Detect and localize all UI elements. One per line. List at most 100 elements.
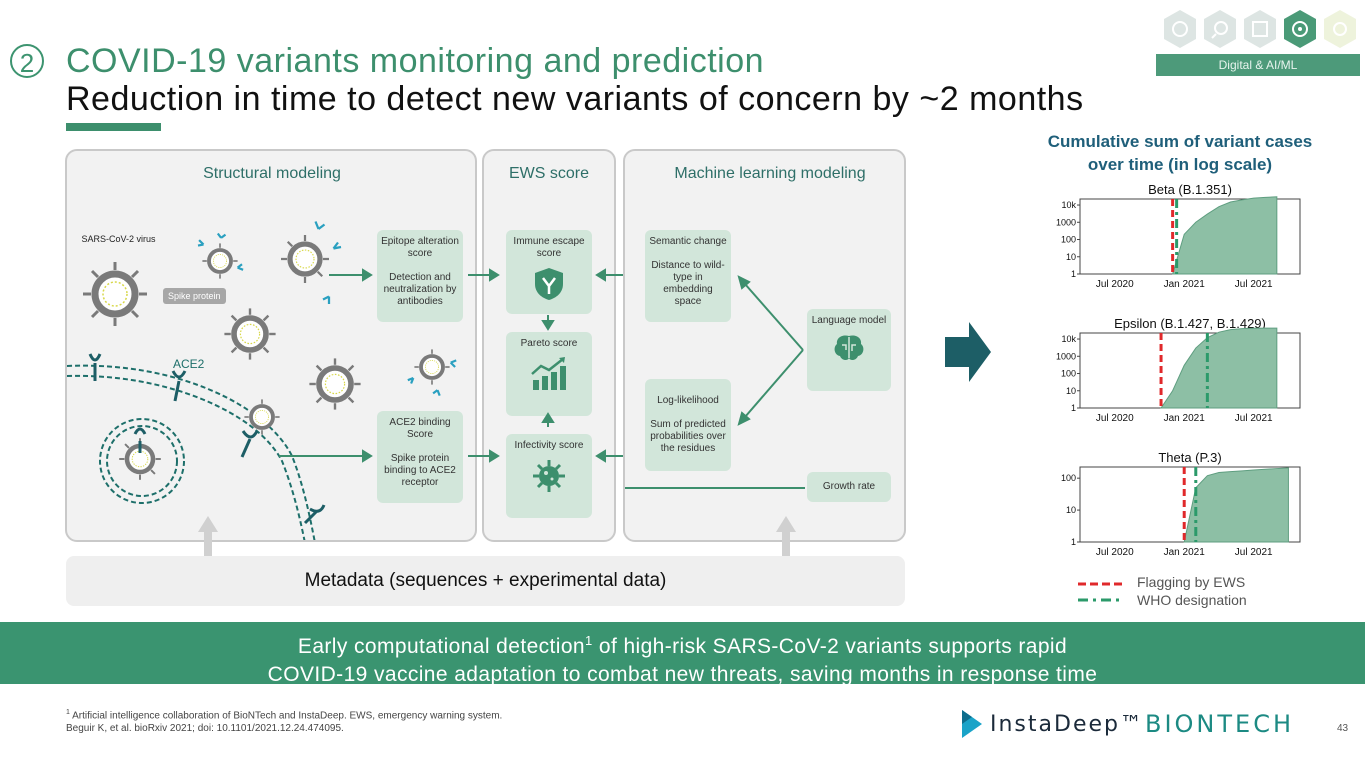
virus-with-antibodies: [197, 232, 244, 279]
y-tick-label: 100: [1061, 473, 1076, 483]
footnote-2: Beguir K, et al. bioRxiv 2021; doi: 10.1…: [66, 723, 344, 734]
growth-rate-box: Growth rate: [807, 472, 891, 502]
page-subtitle: Reduction in time to detect new variants…: [66, 80, 1084, 118]
semantic-change-box: Semantic change Distance to wild-type in…: [645, 230, 731, 322]
log-likelihood-title: Log-likelihood: [657, 395, 719, 406]
structural-modeling-heading: Structural modeling: [203, 165, 341, 182]
metadata-bar: Metadata (sequences + experimental data): [66, 556, 905, 606]
conclusion-banner: Early computational detection1 of high-r…: [0, 622, 1365, 686]
shield-icon: [535, 268, 563, 300]
log-likelihood-box: Log-likelihood Sum of predicted probabil…: [645, 379, 731, 471]
x-tick-label: Jul 2020: [1096, 547, 1134, 558]
category-tag: Digital & AI/ML: [1156, 54, 1360, 76]
structural-modeling-panel: Structural modeling SARS-CoV-2 virus Spi…: [65, 149, 477, 542]
chart-title-line1: Cumulative sum of variant cases: [1047, 132, 1313, 151]
virus-particle: [224, 308, 276, 360]
legend-ews-label: Flagging by EWS: [1137, 574, 1246, 590]
page-number: 43: [1337, 723, 1349, 734]
page-title: COVID-19 variants monitoring and predict…: [66, 42, 765, 80]
machine-learning-panel: Machine learning modeling Semantic chang…: [623, 149, 906, 542]
ml-arrows: [625, 275, 805, 489]
ace2-binding-box: ACE2 binding Score Spike protein binding…: [377, 411, 463, 503]
semantic-change-title: Semantic change: [649, 236, 727, 247]
epitope-alteration-box: Epitope alteration score Detection and n…: [377, 230, 463, 322]
virus-particles: [83, 221, 457, 525]
spike-protein-label: Spike protein: [163, 288, 226, 304]
x-tick-label: Jan 2021: [1164, 547, 1206, 558]
legend-lines: [1078, 582, 1124, 602]
chart-title: Cumulative sum of variant cases over tim…: [1020, 130, 1340, 176]
structural-arrows: [279, 268, 373, 463]
virus-particle: [83, 262, 147, 326]
epitope-box-title: Epitope alteration score: [381, 236, 459, 259]
virus-particle: [309, 358, 361, 410]
virus-label: SARS-CoV-2 virus: [81, 234, 156, 244]
hex-icon-active: [1284, 10, 1316, 48]
x-tick-label: Jul 2020: [1096, 413, 1134, 424]
y-tick-label: 1000: [1056, 351, 1076, 361]
ews-arrows: [468, 268, 638, 463]
biontech-logo: BIONTECH: [1145, 710, 1295, 738]
ace2-box-title: ACE2 binding Score: [389, 417, 451, 440]
y-tick-label: 100: [1061, 235, 1076, 245]
big-right-arrow: [945, 322, 991, 382]
bar-chart-icon: [531, 357, 566, 390]
y-tick-label: 1: [1071, 403, 1076, 413]
chart-panel-title: Epsilon (B.1.427, B.1.429): [1114, 316, 1266, 331]
y-tick-label: 10k: [1061, 334, 1076, 344]
language-model-label: Language model: [811, 315, 887, 326]
growth-rate-label: Growth rate: [822, 481, 876, 492]
immune-escape-label: Immune escape score: [513, 236, 585, 259]
chart-panel-title: Theta (P.3): [1158, 450, 1221, 465]
instadeep-mark-icon: [962, 710, 982, 738]
hex-icon-3: [1244, 10, 1276, 48]
language-model-box: Language model: [807, 309, 891, 391]
ews-score-heading: EWS score: [508, 165, 589, 182]
metadata-arrows: [198, 516, 796, 556]
y-tick-label: 10: [1066, 252, 1076, 262]
brain-icon: [834, 335, 864, 361]
semantic-change-desc: Distance to wild-type in embedding space: [651, 260, 725, 307]
ews-score-panel: EWS score Immune escape score Pareto sco…: [482, 149, 616, 542]
x-tick-label: Jul 2021: [1235, 413, 1273, 424]
instadeep-logo: InstaDeep™: [960, 708, 1144, 740]
pareto-score-label: Pareto score: [520, 338, 578, 349]
y-tick-label: 1000: [1056, 217, 1076, 227]
y-tick-label: 10: [1066, 505, 1076, 515]
infectivity-score-label: Infectivity score: [514, 440, 584, 451]
banner-line-1: Early computational detection1 of high-r…: [297, 633, 1068, 658]
title-underline: [66, 123, 161, 131]
ace2-receptor: [88, 353, 326, 525]
y-tick-label: 10k: [1061, 200, 1076, 210]
infectivity-score-box: Infectivity score: [506, 434, 592, 518]
virus-illustration: [67, 364, 316, 540]
pareto-score-box: Pareto score: [506, 332, 592, 416]
virus-with-antibodies: [407, 349, 457, 397]
y-tick-label: 1: [1071, 537, 1076, 547]
machine-learning-heading: Machine learning modeling: [674, 165, 866, 182]
virus-icon: [533, 460, 565, 492]
x-tick-label: Jul 2020: [1096, 279, 1134, 290]
hex-icon-5: [1324, 10, 1356, 48]
ace2-box-desc: Spike protein binding to ACE2 receptor: [384, 453, 456, 488]
hex-icon-2: [1204, 10, 1236, 48]
x-tick-label: Jan 2021: [1164, 413, 1206, 424]
cumulative-area: [1160, 327, 1278, 409]
legend-who-label: WHO designation: [1137, 592, 1247, 608]
x-tick-label: Jan 2021: [1164, 279, 1206, 290]
virus-binding: [244, 399, 280, 435]
x-tick-label: Jul 2021: [1235, 279, 1273, 290]
x-tick-label: Jul 2021: [1235, 547, 1273, 558]
y-tick-label: 1: [1071, 269, 1076, 279]
cumulative-area: [1171, 196, 1278, 275]
category-icons: [1164, 10, 1356, 48]
banner-line-2: COVID-19 vaccine adaptation to combat ne…: [267, 663, 1098, 686]
section-number: 2: [10, 44, 44, 78]
chart-title-line2: over time (in log scale): [1087, 155, 1273, 174]
y-tick-label: 100: [1061, 369, 1076, 379]
chart-panel-title: Beta (B.1.351): [1148, 182, 1232, 197]
log-likelihood-desc: Sum of predicted probabilities over the …: [650, 419, 726, 454]
immune-escape-box: Immune escape score: [506, 230, 592, 314]
hex-icon-1: [1164, 10, 1196, 48]
